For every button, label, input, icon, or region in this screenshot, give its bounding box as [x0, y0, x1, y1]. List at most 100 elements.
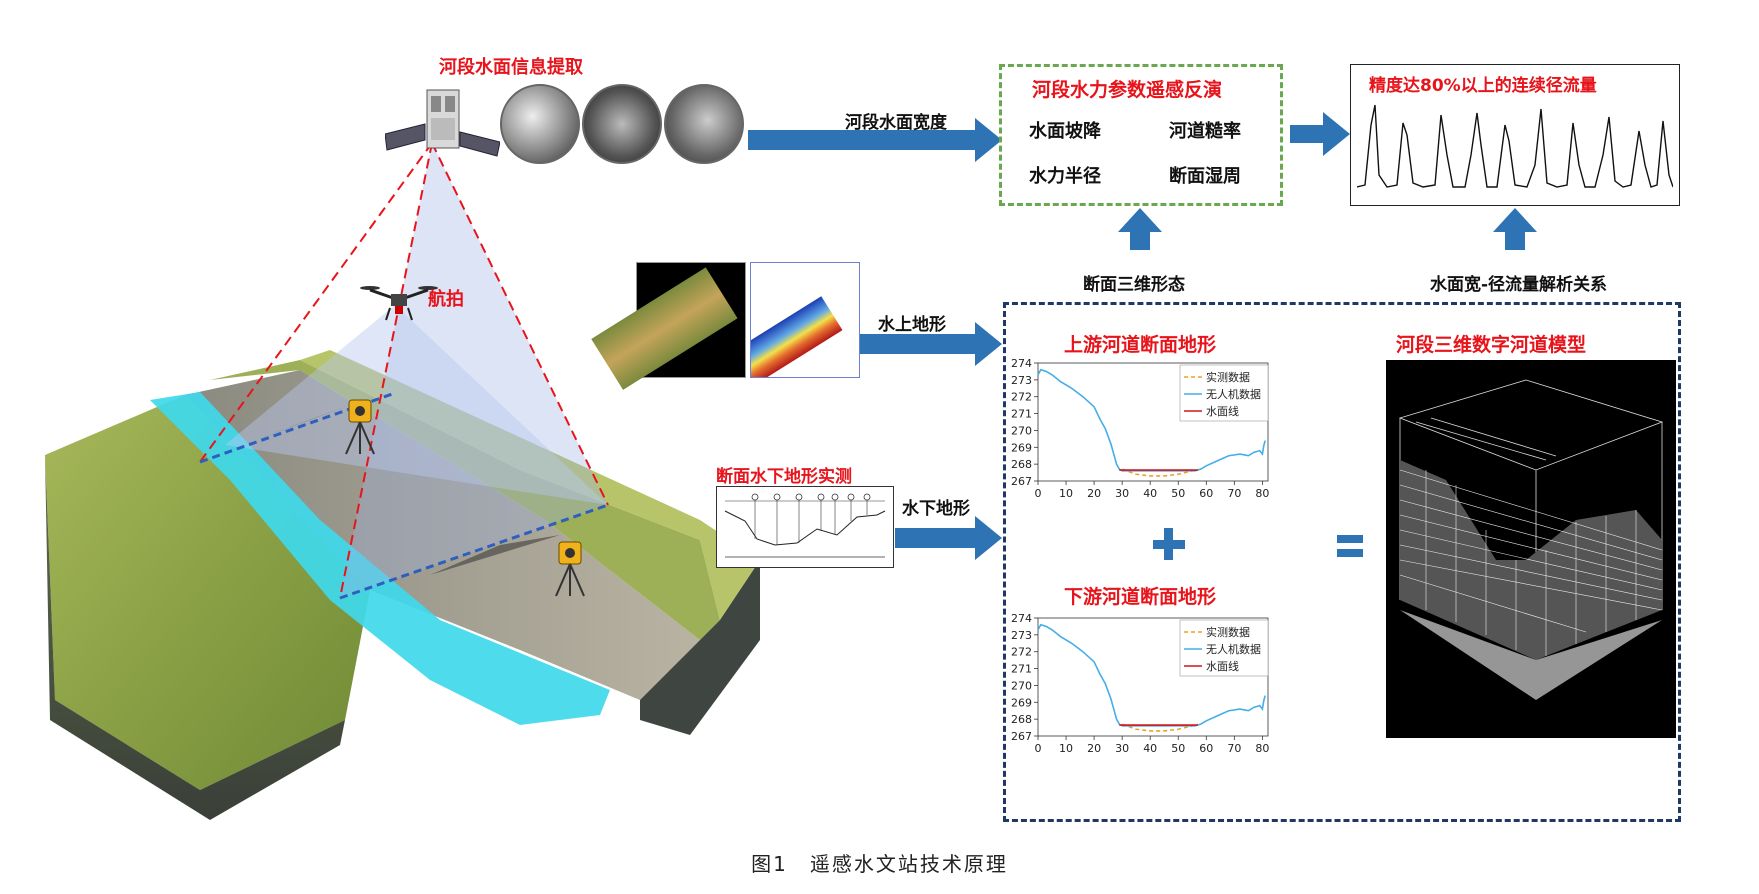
continuous-runoff-box: 精度达80%以上的连续径流量	[1350, 64, 1680, 206]
underwater-profile-sketch	[716, 486, 894, 568]
x-tick-label: 80	[1255, 742, 1269, 755]
right-bank-top	[300, 350, 760, 620]
param-wetted-perimeter: 断面湿周	[1169, 166, 1241, 187]
river-water	[150, 392, 610, 725]
y-tick-label: 267	[1011, 730, 1032, 743]
figure-caption: 图1 遥感水文站技术原理	[751, 852, 1008, 876]
aerial-label: 航拍	[428, 289, 464, 310]
x-tick-label: 0	[1035, 742, 1042, 755]
y-tick-label: 270	[1011, 424, 1032, 437]
arrow-underwater	[895, 516, 1002, 560]
cross-section-line	[339, 503, 609, 600]
series-line-uav	[1037, 368, 1266, 472]
left-bank	[45, 395, 370, 790]
sight-line	[199, 142, 433, 463]
underwater-label: 水下地形	[902, 499, 970, 519]
satellite-image-3	[664, 84, 744, 164]
legend-label: 无人机数据	[1206, 387, 1261, 401]
underwater-survey-label: 断面水下地形实测	[716, 467, 852, 487]
section-terrain-box	[1003, 302, 1681, 822]
sight-line	[431, 142, 609, 506]
total-station-icon	[550, 540, 590, 598]
x-tick-label: 20	[1087, 742, 1101, 755]
legend-box	[1179, 364, 1269, 422]
drone-coverage-cone	[225, 305, 608, 505]
surface-width-label: 河段水面宽度	[845, 113, 947, 133]
param-hydraulic-radius: 水力半径	[1029, 166, 1101, 187]
downstream-chart-title: 下游河道断面地形	[1064, 586, 1217, 608]
y-tick-label: 268	[1011, 458, 1032, 471]
right-bank	[210, 360, 720, 640]
legend-label: 水面线	[1206, 404, 1239, 418]
y-tick-label: 271	[1011, 408, 1032, 421]
river-terrain-scene	[45, 142, 760, 820]
y-tick-label: 274	[1011, 357, 1032, 370]
legend-label: 实测数据	[1206, 370, 1250, 384]
x-tick-label: 10	[1059, 742, 1073, 755]
x-tick-label: 60	[1199, 487, 1213, 500]
digital-model-title: 河段三维数字河道模型	[1396, 334, 1587, 356]
survey-beam	[430, 535, 560, 575]
x-tick-label: 30	[1115, 487, 1129, 500]
y-tick-label: 268	[1011, 713, 1032, 726]
x-tick-label: 70	[1227, 487, 1241, 500]
river-bed	[185, 370, 700, 700]
downstream-section-chart: 0 10 20 30 40 50 60 70 80 267 268 269 270 271 272 273 27…	[1011, 612, 1269, 755]
x-tick-label: 30	[1115, 742, 1129, 755]
arrow-above-water	[858, 322, 1002, 366]
x-tick-label: 50	[1171, 487, 1185, 500]
x-tick-label: 50	[1171, 742, 1185, 755]
surface-info-label: 河段水面信息提取	[439, 57, 583, 78]
param-roughness: 河道糙率	[1169, 121, 1241, 142]
y-tick-label: 267	[1011, 475, 1032, 488]
digital-river-model	[1386, 360, 1676, 738]
legend-label: 水面线	[1206, 659, 1239, 673]
x-tick-label: 40	[1143, 742, 1157, 755]
x-tick-label: 20	[1087, 487, 1101, 500]
y-tick-label: 273	[1011, 374, 1032, 387]
total-station-icon	[340, 398, 380, 456]
width-flow-relation-label: 水面宽-径流量解析关系	[1430, 275, 1608, 295]
result-title: 精度达80%以上的连续径流量	[1369, 76, 1597, 96]
x-tick-label: 60	[1199, 742, 1213, 755]
x-tick-label: 0	[1035, 487, 1042, 500]
arrow-section-up	[1118, 208, 1162, 250]
y-tick-label: 273	[1011, 629, 1032, 642]
arrow-params-result	[1290, 112, 1350, 156]
drone-icon	[360, 282, 438, 322]
satellite-icon	[384, 84, 501, 164]
orthophoto-thumbnail	[591, 262, 746, 390]
equals-sign	[1337, 535, 1363, 543]
above-water-label: 水上地形	[878, 315, 946, 335]
plot-frame	[1037, 617, 1269, 737]
arrow-relation-up	[1493, 208, 1537, 250]
x-tick-label: 70	[1227, 742, 1241, 755]
satellite-image-1	[500, 84, 580, 164]
y-tick-label: 269	[1011, 696, 1032, 709]
section-3d-label: 断面三维形态	[1083, 275, 1185, 295]
upstream-chart-title: 上游河道断面地形	[1064, 334, 1217, 356]
y-tick-label: 274	[1011, 612, 1032, 625]
param-water-slope: 水面坡降	[1029, 121, 1101, 142]
series-line-uav	[1037, 623, 1266, 727]
equals-sign	[1337, 549, 1363, 557]
legend-label: 无人机数据	[1206, 642, 1261, 656]
satellite-image-2	[582, 84, 662, 164]
aerial-projection-cone	[340, 143, 608, 598]
y-tick-label: 272	[1011, 646, 1032, 659]
right-bank-cliff	[640, 560, 760, 735]
x-tick-label: 80	[1255, 487, 1269, 500]
survey-beam	[255, 405, 350, 440]
y-tick-label: 270	[1011, 679, 1032, 692]
x-tick-label: 40	[1143, 487, 1157, 500]
x-tick-label: 10	[1059, 487, 1073, 500]
runoff-hydrograph	[1357, 104, 1673, 188]
arrow-surface-width	[748, 118, 1002, 162]
y-tick-label: 271	[1011, 663, 1032, 676]
y-tick-label: 272	[1011, 391, 1032, 404]
params-title: 河段水力参数遥感反演	[1032, 79, 1223, 101]
hydraulic-params-box: 河段水力参数遥感反演 水面坡降 河道糙率 水力半径 断面湿周	[999, 64, 1283, 206]
elevation-thumbnail	[750, 262, 860, 378]
